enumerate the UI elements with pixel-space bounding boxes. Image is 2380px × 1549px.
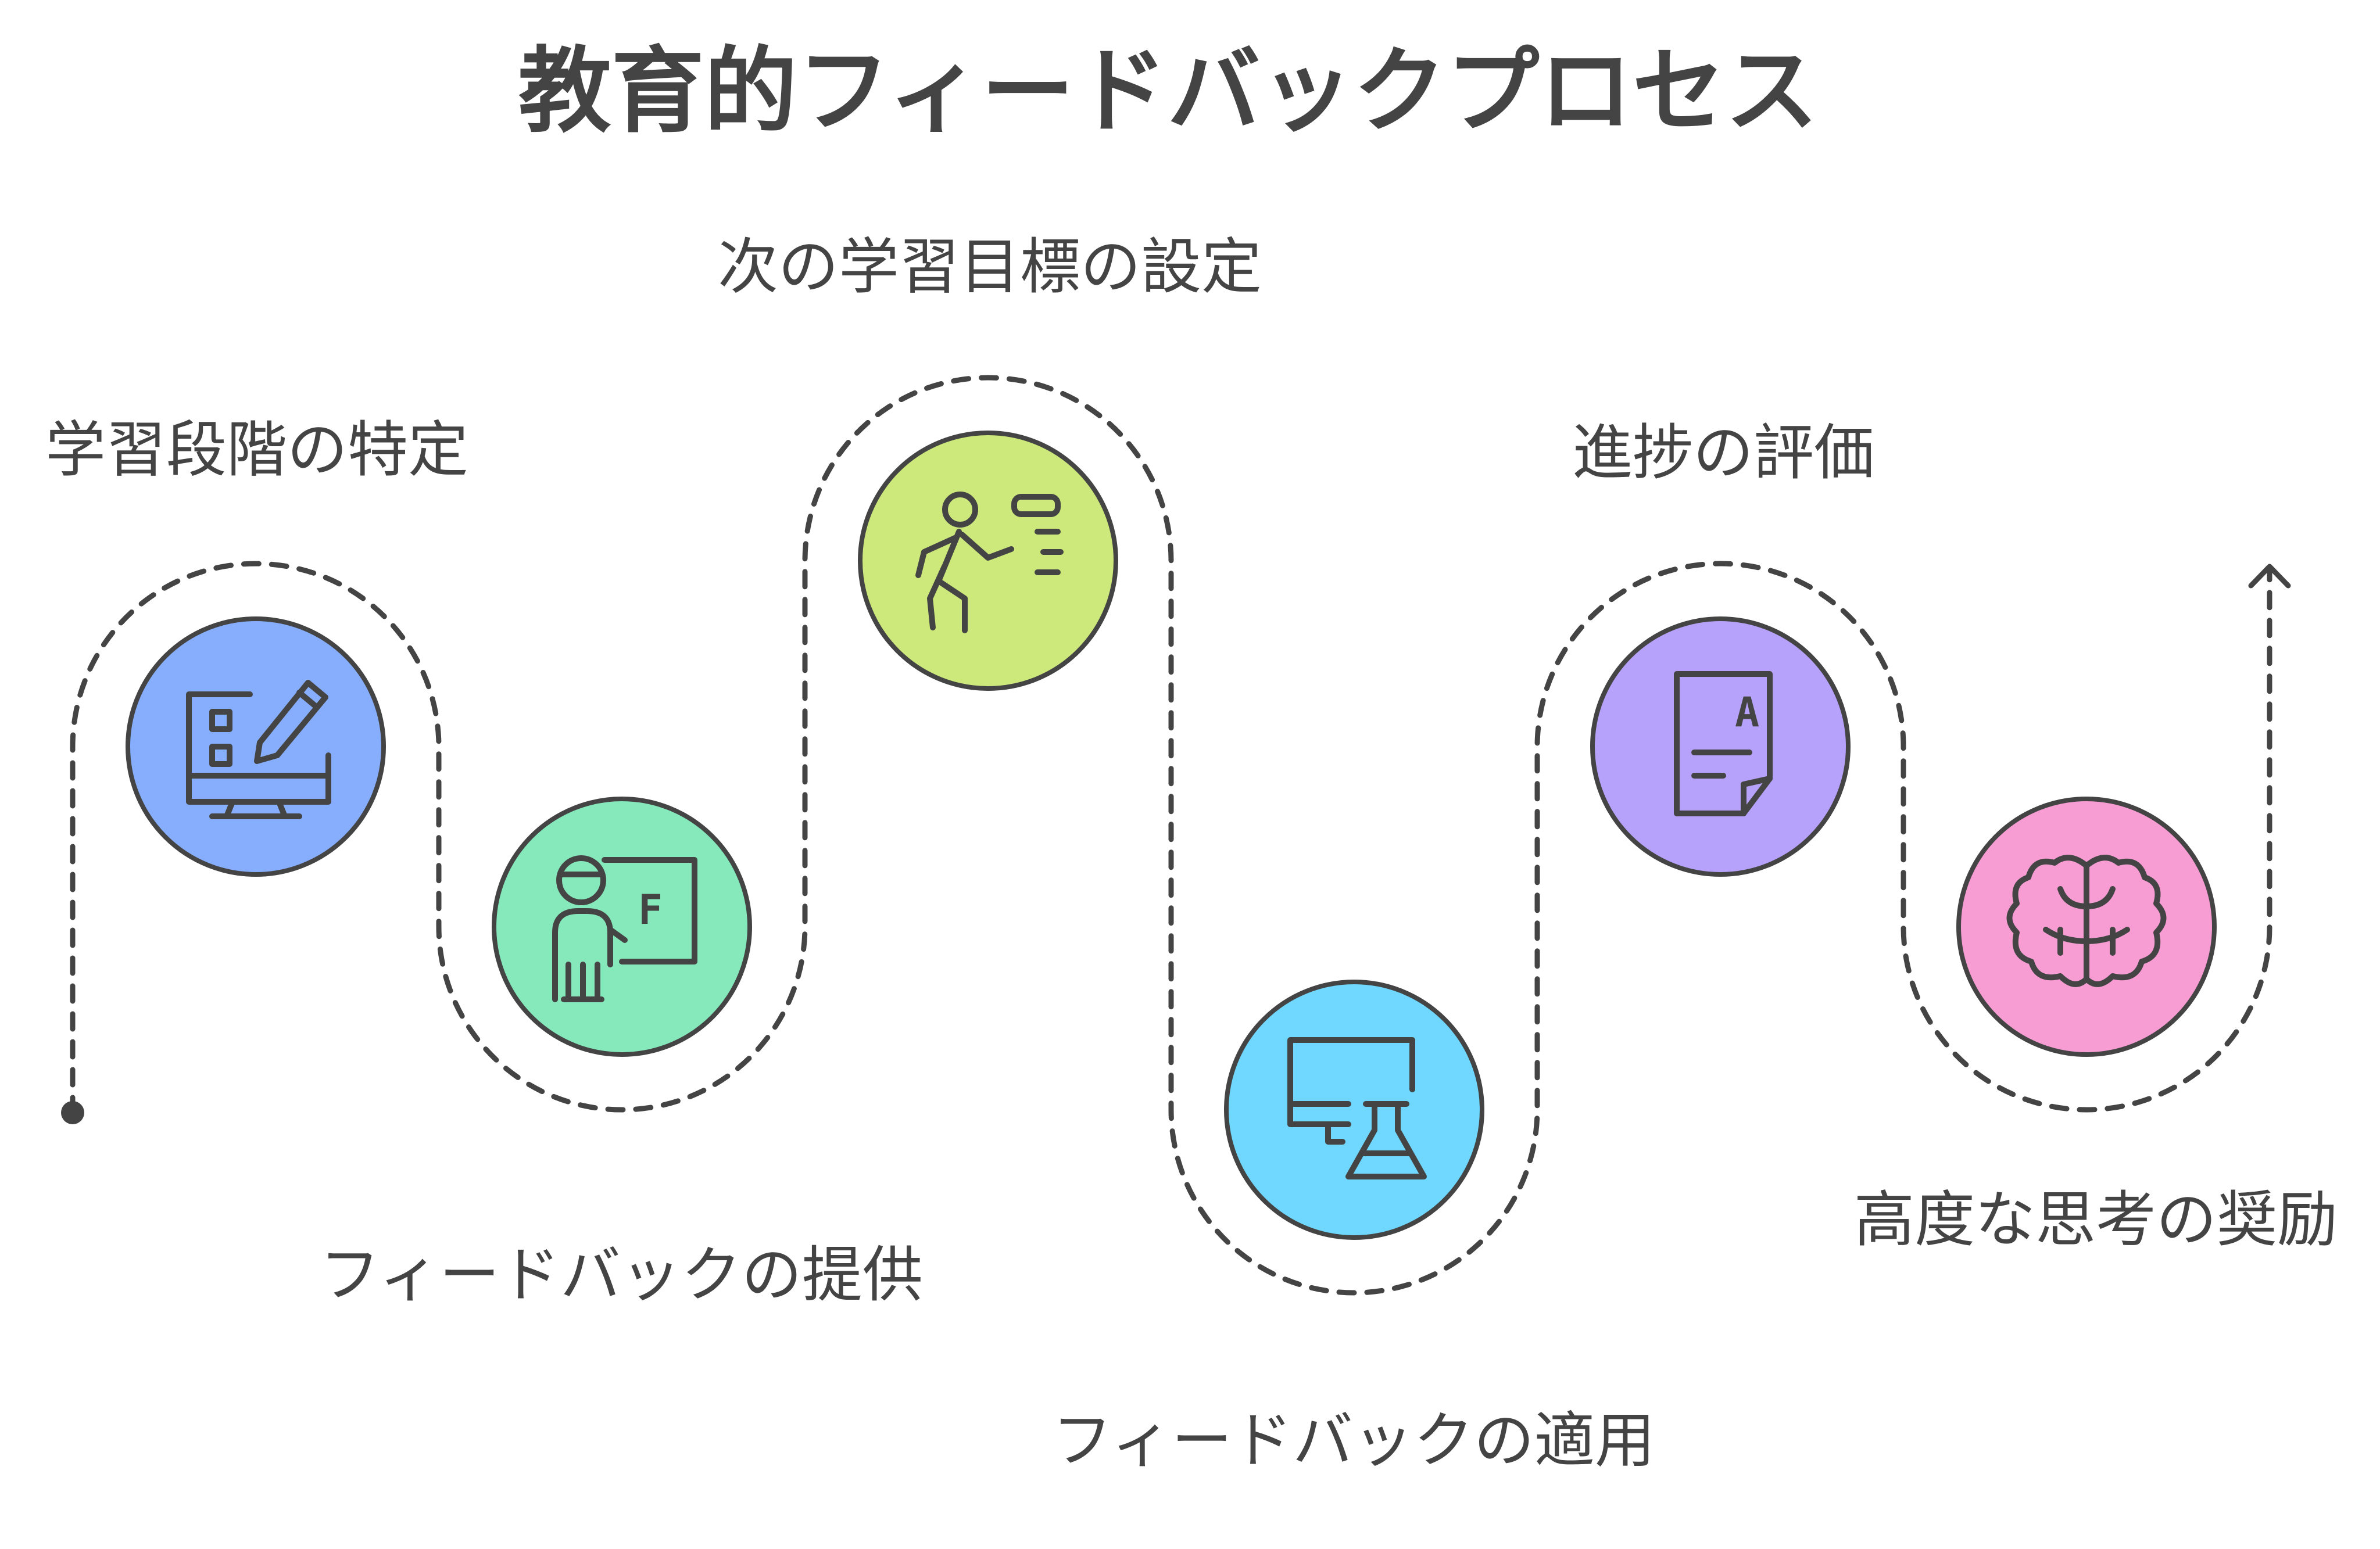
step-5-label: 進捗の評価 bbox=[1572, 417, 1874, 488]
step-2-circle bbox=[492, 797, 752, 1057]
path-start-dot bbox=[61, 1101, 84, 1124]
teacher-board-icon: F bbox=[552, 855, 697, 1002]
step-2-label: フィードバックの提供 bbox=[320, 1239, 923, 1310]
step-6-label: 高度な思考の奨励 bbox=[1854, 1184, 2338, 1255]
process-path bbox=[70, 375, 2272, 1296]
step-3: 次の学習目標の設定 bbox=[718, 231, 1262, 691]
computer-flask-icon bbox=[1287, 1037, 1427, 1179]
running-person-icon bbox=[915, 492, 1064, 633]
brain-icon bbox=[2006, 855, 2167, 987]
monitor-edit-icon bbox=[186, 680, 331, 819]
board-letter: F bbox=[638, 886, 663, 934]
step-1-circle bbox=[126, 616, 386, 877]
path-end-arrow-icon bbox=[2248, 564, 2291, 589]
step-6: 高度な思考の奨励 bbox=[1854, 797, 2338, 1255]
step-1-label: 学習段階の特定 bbox=[45, 414, 468, 485]
step-3-label: 次の学習目標の設定 bbox=[718, 231, 1262, 302]
step-4-label: フィードバックの適用 bbox=[1052, 1405, 1655, 1476]
step-1: 学習段階の特定 bbox=[45, 414, 468, 877]
graded-paper-icon: A bbox=[1674, 671, 1773, 816]
paper-grade-letter: A bbox=[1735, 689, 1759, 736]
step-4: フィードバックの適用 bbox=[1052, 980, 1655, 1476]
step-4-circle bbox=[1224, 980, 1484, 1240]
step-5: A 進捗の評価 bbox=[1572, 417, 1874, 877]
diagram-title: 教育的フィードバックプロセス bbox=[518, 37, 1819, 145]
step-5-circle bbox=[1590, 616, 1851, 877]
step-2: F フィードバックの提供 bbox=[320, 797, 923, 1310]
